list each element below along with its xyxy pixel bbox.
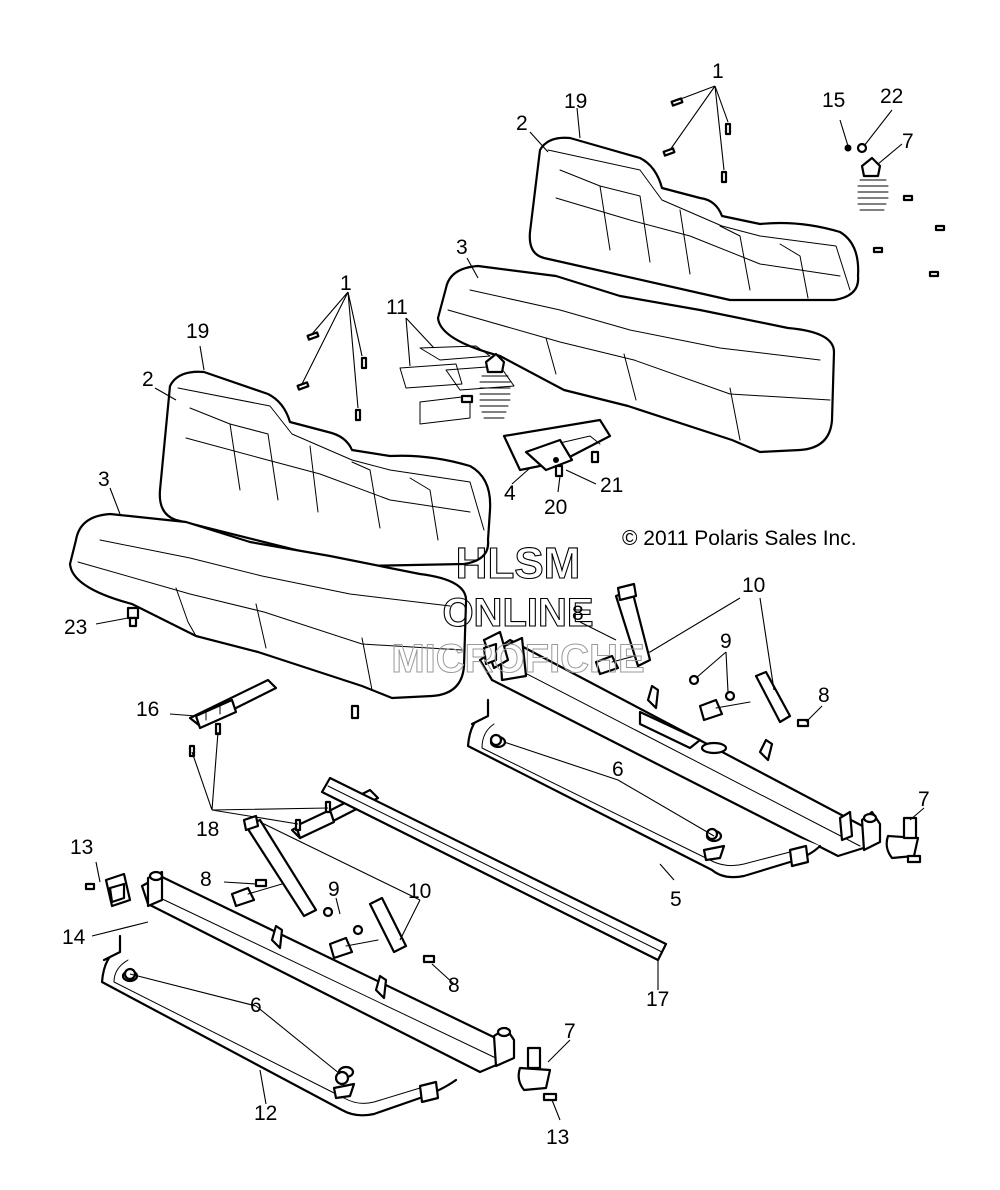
callout-18: 18	[196, 818, 219, 841]
callout-8-rear-left: 8	[572, 602, 584, 625]
callout-21: 21	[600, 474, 623, 497]
callout-3-rear: 3	[456, 236, 468, 259]
callout-6-front: 6	[250, 994, 262, 1017]
watermark: HLSM ONLINE MICROFICHE	[391, 538, 645, 681]
callout-7-spring: 7	[902, 130, 914, 153]
callout-1-rear: 1	[712, 60, 724, 83]
decals-11	[399, 345, 515, 425]
callout-9-rear: 9	[720, 630, 732, 653]
callout-8-rear-right: 8	[818, 684, 830, 707]
callout-7-rear: 7	[918, 788, 930, 811]
rear-seat-cushion	[436, 264, 836, 454]
callout-12: 12	[254, 1102, 277, 1125]
callout-19-front: 19	[186, 320, 209, 343]
callout-2-rear: 2	[516, 112, 528, 135]
callout-2-front: 2	[142, 368, 154, 391]
watermark-line-3: MICROFICHE	[391, 637, 644, 681]
callout-6-rear: 6	[612, 758, 624, 781]
latch-bracket-4	[502, 418, 612, 478]
watermark-line-1: HLSM	[456, 539, 581, 588]
callout-14: 14	[62, 926, 86, 949]
callout-3-front: 3	[98, 468, 110, 491]
bumper-23	[126, 606, 140, 628]
callout-labels: 1 19 2 15 22 7 3 1 11 19 2 3 21 4 20 10 …	[62, 60, 930, 1149]
copyright-notice: © 2011 Polaris Sales Inc.	[622, 527, 857, 550]
leader-lines	[91, 85, 925, 1121]
callout-19-rear: 19	[564, 90, 587, 113]
callout-8-front-right: 8	[448, 974, 460, 997]
callout-23: 23	[64, 616, 87, 639]
screws-group-1	[296, 97, 732, 422]
callout-5: 5	[670, 888, 682, 911]
callout-15: 15	[822, 89, 845, 112]
callout-13-rear: 13	[546, 1126, 569, 1149]
callout-22: 22	[880, 85, 903, 108]
front-seat-backrest	[158, 370, 492, 568]
spring-rear	[844, 142, 946, 278]
callout-8-front-left: 8	[200, 868, 212, 891]
front-seat-cushion	[68, 512, 468, 700]
callout-10-rear: 10	[742, 574, 765, 597]
spring-front	[460, 352, 511, 419]
callout-1-front: 1	[340, 272, 352, 295]
callout-20: 20	[544, 496, 567, 519]
seat-belt-hardware	[84, 582, 922, 1102]
callout-11: 11	[386, 296, 408, 319]
callout-10-front: 10	[408, 880, 431, 903]
callout-7-front: 7	[564, 1020, 576, 1043]
callout-16: 16	[136, 698, 159, 721]
hinge-plates-16	[188, 678, 380, 840]
rod-17	[320, 776, 668, 962]
callout-17: 17	[646, 988, 669, 1011]
rear-seat-backrest	[528, 136, 860, 302]
callout-4: 4	[504, 482, 516, 505]
callout-9-front: 9	[328, 878, 340, 901]
watermark-line-2: ONLINE	[442, 591, 593, 635]
callout-13-front: 13	[70, 836, 93, 859]
